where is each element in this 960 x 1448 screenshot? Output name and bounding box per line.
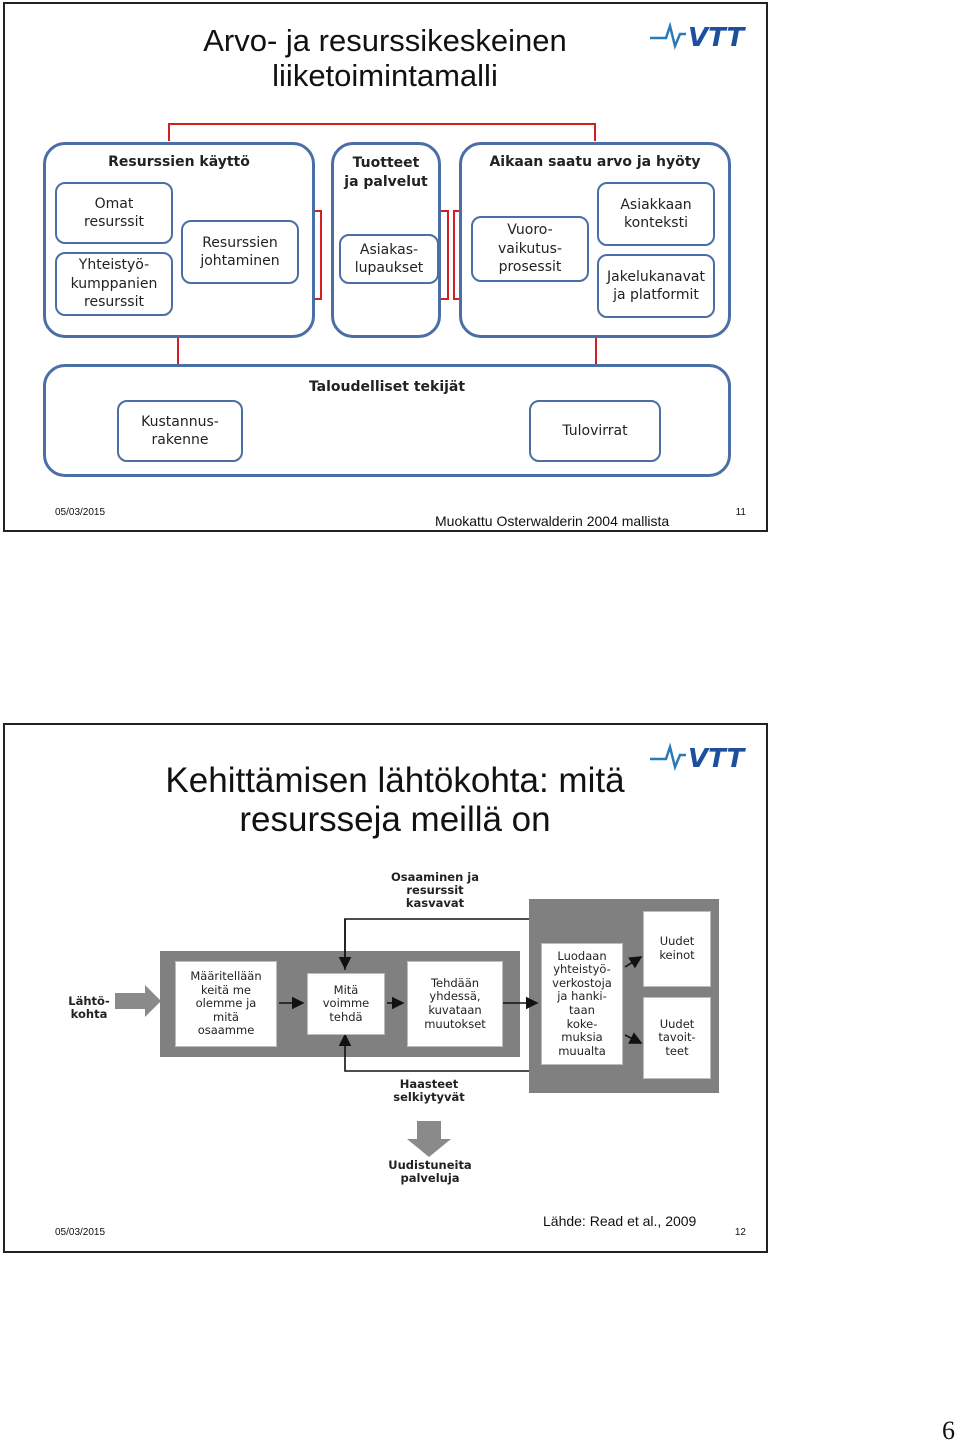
connector-top bbox=[168, 123, 596, 125]
connector-top-right bbox=[594, 123, 596, 141]
box-define-who: Määritellään keitä me olemme ja mitä osa… bbox=[175, 961, 277, 1047]
connector-top-left bbox=[168, 123, 170, 141]
vtt-logo: VTT bbox=[650, 21, 746, 53]
slide-12: Kehittämisen lähtökohta: mitä resursseja… bbox=[3, 723, 768, 1253]
panel-finance-title: Taloudelliset tekijät bbox=[308, 379, 466, 395]
bracket-b-side bbox=[447, 210, 449, 300]
box-customer-promises: Asiakas- lupaukset bbox=[339, 234, 439, 284]
box-interaction-processes: Vuoro- vaikutus- prosessit bbox=[471, 216, 589, 282]
label-challenges-clarify: Haasteet selkiytyvät bbox=[393, 1077, 465, 1105]
panel-resources-title: Resurssien käyttö bbox=[108, 154, 250, 170]
connector-down-right bbox=[595, 336, 597, 370]
box-own-resources: Omat resurssit bbox=[55, 182, 173, 244]
footer-date: 05/03/2015 bbox=[55, 507, 106, 518]
box-revenue-streams: Tulovirrat bbox=[529, 400, 661, 462]
slide-number: 11 bbox=[735, 507, 746, 518]
bracket-c-top bbox=[453, 210, 461, 212]
label-competence-growth: Osaaminen ja resurssit kasvavat bbox=[391, 870, 479, 911]
bracket-c-bottom bbox=[453, 298, 461, 300]
footer-date: 05/03/2015 bbox=[55, 1227, 106, 1238]
vtt-logo-text: VTT bbox=[688, 744, 746, 774]
box-cost-structure: Kustannus- rakenne bbox=[117, 400, 243, 462]
bracket-a-bottom bbox=[314, 298, 322, 300]
bracket-a-top bbox=[314, 210, 322, 212]
slide-11: Arvo- ja resurssikeskeinen liiketoiminta… bbox=[3, 2, 768, 532]
label-renewed-services: Uudistuneita palveluja bbox=[388, 1158, 472, 1186]
bracket-a-side bbox=[320, 210, 322, 300]
bracket-c-side bbox=[453, 210, 455, 300]
connector-down-left bbox=[177, 336, 179, 370]
bracket-b-bottom bbox=[441, 298, 449, 300]
vtt-logo: VTT bbox=[650, 742, 746, 774]
source-text: Lähde: Read et al., 2009 bbox=[543, 1213, 697, 1229]
bracket-b-top bbox=[441, 210, 449, 212]
slide-title: Kehittämisen lähtökohta: mitä resursseja… bbox=[165, 761, 625, 840]
box-channels-platforms: Jakelukanavat ja platformit bbox=[597, 254, 715, 318]
slide-number: 12 bbox=[734, 1227, 746, 1238]
label-starting-point: Lähtö- kohta bbox=[68, 994, 110, 1022]
box-create-networks: Luodaan yhteistyö- verkostoja ja hanki- … bbox=[541, 943, 623, 1065]
box-new-goals: Uudet tavoit- teet bbox=[643, 997, 711, 1079]
panel-products-title: Tuotteet ja palvelut bbox=[344, 155, 428, 190]
panel-value-title: Aikaan saatu arvo ja hyöty bbox=[489, 154, 701, 170]
box-what-can-do: Mitä voimme tehdä bbox=[307, 973, 385, 1035]
box-resource-management: Resurssien johtaminen bbox=[181, 220, 299, 284]
source-text: Muokattu Osterwalderin 2004 mallista bbox=[435, 513, 670, 529]
box-partner-resources: Yhteistyö- kumppanien resurssit bbox=[55, 252, 173, 316]
box-new-means: Uudet keinot bbox=[643, 911, 711, 987]
diagram2-arrows bbox=[115, 918, 643, 1157]
box-do-together: Tehdään yhdessä, kuvataan muutokset bbox=[407, 961, 503, 1047]
page-number: 6 bbox=[942, 1416, 955, 1445]
box-customer-context: Asiakkaan konteksti bbox=[597, 182, 715, 246]
vtt-logo-text: VTT bbox=[688, 23, 746, 53]
slide-title: Arvo- ja resurssikeskeinen liiketoiminta… bbox=[203, 23, 567, 93]
